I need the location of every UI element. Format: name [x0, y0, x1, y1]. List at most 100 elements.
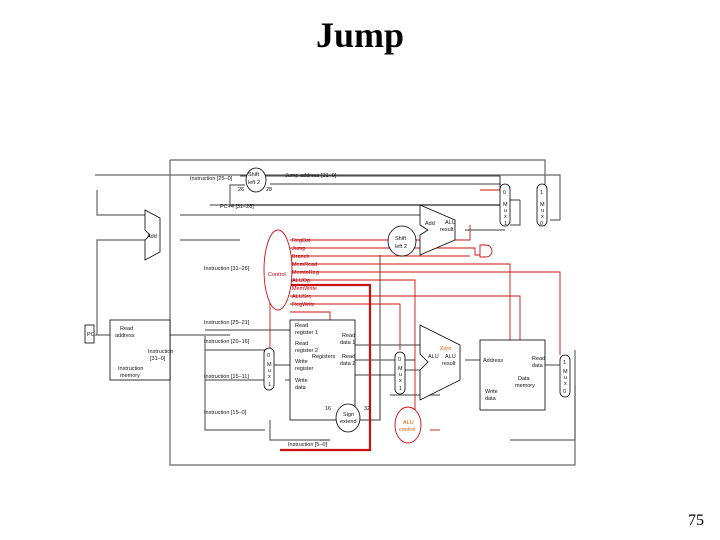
svg-text:M: M [398, 366, 403, 372]
write-data-mem-label-b: data [485, 396, 497, 402]
add-label: Add [147, 234, 157, 240]
instr-15-11-label: Instruction [15–11] [204, 374, 249, 380]
bits-28-label: 28 [266, 187, 272, 193]
svg-text:x: x [504, 214, 507, 220]
instr-31-26-label: Instruction [31–26] [204, 266, 250, 272]
pc-add-adder: Add [144, 209, 161, 261]
sign-extend-label-b: extend [340, 419, 357, 425]
read-register-1-label-b: register 1 [295, 330, 318, 336]
instruction-bits-label: [31–0] [150, 356, 166, 362]
svg-text:x: x [268, 374, 271, 380]
alu-control-unit: ALU control [394, 406, 422, 444]
alusrc-mux: 0 M u x 1 [394, 351, 406, 395]
alu-result-label-2: result [442, 361, 456, 367]
regdst-mux: 0 M u x 1 [263, 347, 275, 391]
svg-text:M: M [540, 202, 545, 208]
bits-32-label: 32 [364, 406, 370, 412]
read-data-2-label-a: Read [342, 354, 355, 360]
instr-25-21-label: Instruction [25–21] [204, 320, 250, 326]
instr-25-0-label: Instruction [25–0] [190, 176, 233, 182]
branch-and-gate [479, 244, 493, 258]
svg-text:1: 1 [268, 382, 271, 388]
read-data-2-label-b: data 2 [340, 361, 355, 367]
signal-memtoreg: MemtoReg [292, 270, 319, 276]
mid-shift-left-2: Shift left 2 [387, 225, 417, 257]
svg-text:0: 0 [503, 190, 506, 196]
alu-label: ALU [428, 354, 439, 360]
read-data-mem-label-a: Read [532, 356, 545, 362]
signal-regdst: RegDst [292, 238, 311, 244]
svg-text:M: M [563, 369, 568, 375]
control-unit: Control [263, 229, 293, 311]
main-alu: Zero ALU ALU result [419, 324, 461, 401]
top-shift-left-2: Shift left 2 [245, 167, 267, 193]
memtoreg-mux: 1 M u x 0 [559, 354, 571, 398]
field-labels: Instruction [25–0] 26 28 Jump address [3… [190, 173, 370, 448]
bits-26-label: 26 [238, 187, 244, 193]
alu-result-top-label: ALU [445, 220, 456, 226]
read-data-1-label-a: Read [342, 333, 355, 339]
write-data-mem-label-a: Write [485, 389, 498, 395]
read-data-mem-label-b: data [532, 363, 544, 369]
svg-text:1: 1 [563, 360, 566, 366]
read-data-1-label-b: data 1 [340, 340, 355, 346]
shift-left-2-mid-label-a: Shift [395, 236, 406, 242]
svg-text:x: x [564, 381, 567, 387]
jump-address-label: Jump address [31–0] [285, 173, 337, 179]
add-result-label: Add [425, 221, 435, 227]
read-register-2-label-b: register 2 [295, 348, 318, 354]
alu-control-label-a: ALU [403, 420, 414, 426]
instr-15-0-label: Instruction [15–0] [204, 410, 247, 416]
signal-jump: Jump [292, 246, 305, 252]
write-register-label-b: register [295, 366, 314, 372]
signal-aluop: ALUOp [292, 278, 310, 284]
instruction-memory: Read address Instruction [31–0] Instruct… [109, 319, 173, 381]
instruction-memory-label-a: Instruction [118, 366, 143, 372]
signal-memread: MemRead [292, 262, 317, 268]
shift-left-2-top-label-b: left 2 [248, 180, 260, 186]
data-memory-label-b: memory [515, 383, 535, 389]
result-top-label: result [440, 227, 454, 233]
instr-5-0-label: Instruction [5–0] [288, 442, 328, 448]
slide-number: 75 [688, 512, 704, 529]
slide-title: Jump [315, 15, 405, 55]
detail-wires [180, 175, 520, 376]
bits-16-label: 16 [325, 406, 331, 412]
read-register-2-label-a: Read [295, 341, 308, 347]
jump-mux-1: 1 M u x 0 [536, 183, 548, 227]
alu-result-label: ALU [445, 354, 456, 360]
registers-label: Registers [312, 354, 335, 360]
signal-regwrite: RegWrite [292, 302, 315, 308]
data-memory: Address Read data Data memory Write data [479, 339, 546, 411]
svg-text:0: 0 [267, 353, 270, 359]
alu-control-label-b: control [399, 427, 416, 433]
control-signal-list: RegDst Jump Branch MemRead MemtoReg ALUO… [292, 238, 319, 308]
read-address-label-2: address [115, 333, 135, 339]
pc4-label: PC+4 [31–28] [220, 204, 254, 210]
zero-label: Zero [440, 346, 451, 352]
instruction-memory-label-b: memory [120, 373, 140, 379]
instruction-label: Instruction [148, 349, 173, 355]
address-label: Address [483, 358, 503, 364]
svg-text:M: M [267, 362, 272, 368]
svg-text:u: u [399, 372, 402, 378]
pc-label: PC [87, 332, 95, 338]
signal-memwrite: MemWrite [292, 286, 317, 292]
sign-extend-label-a: Sign [343, 412, 354, 418]
svg-text:u: u [268, 368, 271, 374]
program-counter: PC [84, 324, 95, 344]
write-data-label-b: data [295, 385, 307, 391]
jump-mux-0: 0 M u x 1 [499, 183, 511, 227]
read-register-1-label-a: Read [295, 323, 308, 329]
svg-text:1: 1 [540, 190, 543, 196]
read-address-label: Read [120, 326, 133, 332]
control-label: Control [268, 272, 286, 278]
svg-text:0: 0 [540, 221, 543, 227]
data-memory-label-a: Data [518, 376, 531, 382]
shift-left-2-mid-label-b: left 2 [395, 244, 407, 250]
svg-text:x: x [399, 378, 402, 384]
svg-text:u: u [504, 208, 507, 214]
branch-adder: Add ALU result [419, 204, 456, 256]
write-register-label-a: Write [295, 359, 308, 365]
